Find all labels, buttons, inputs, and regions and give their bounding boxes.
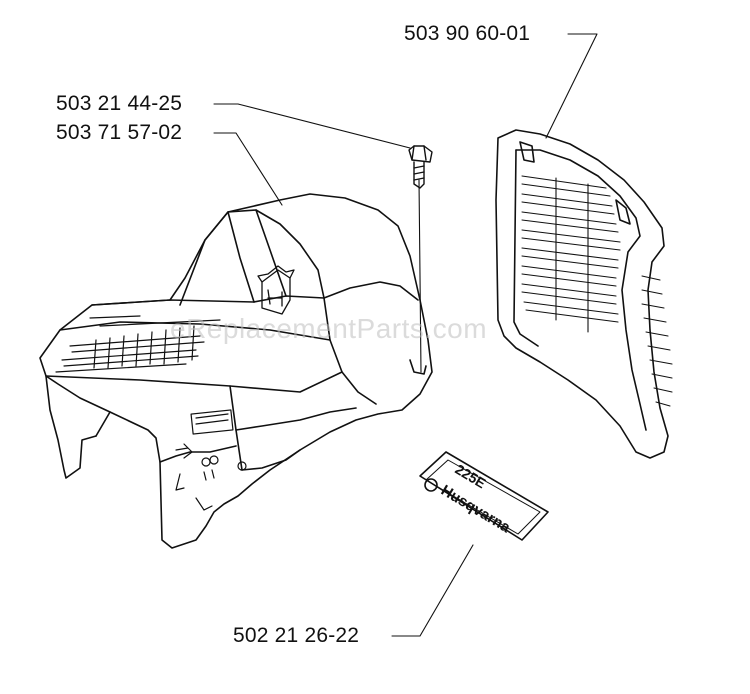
decal-plate: [419, 451, 549, 541]
part-number-screw[interactable]: 503 21 44-25: [56, 92, 183, 115]
leader-503-71-57-02: [213, 132, 283, 206]
crown-logo: [257, 265, 295, 315]
part-number-grille[interactable]: 503 90 60-01: [404, 22, 531, 45]
cover-controls: [175, 409, 247, 511]
leader-502-21-26-22: [391, 544, 474, 637]
leader-503-21-44-25: [213, 103, 411, 149]
decal-model-text: 225E: [452, 461, 488, 492]
watermark: eReplacementParts.com: [170, 313, 488, 344]
cylinder-cover: [39, 193, 433, 549]
grille-louvres: [521, 175, 673, 407]
intake-grille: [495, 129, 673, 459]
decal-brand-text: Husqvarna: [438, 482, 514, 537]
cover-vent-slots: [55, 315, 221, 373]
leader-503-90-60-01: [545, 33, 598, 139]
leader-lines: [213, 33, 598, 637]
screw: [408, 145, 433, 189]
part-number-cover[interactable]: 503 71 57-02: [56, 121, 183, 144]
decal-logo-mark: [424, 478, 438, 492]
part-number-decal[interactable]: 502 21 26-22: [233, 624, 360, 647]
leader-screw-axis: [418, 179, 422, 373]
